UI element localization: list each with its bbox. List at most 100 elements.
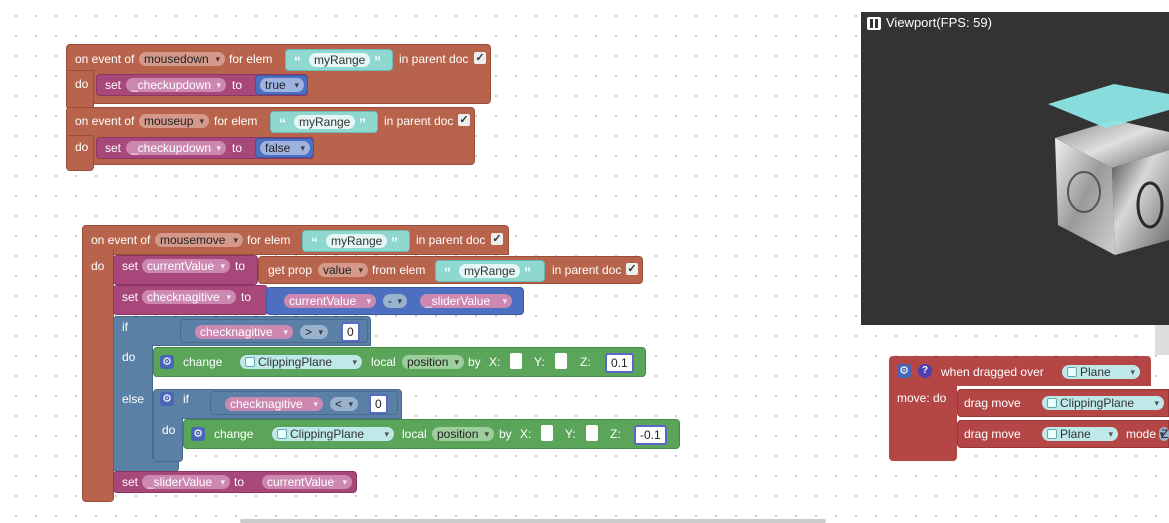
open-quote-icon: “ xyxy=(294,53,301,69)
close-quote-icon: ” xyxy=(524,264,531,280)
set-label: set xyxy=(105,78,122,92)
viewport-title: Viewport(FPS: 59) xyxy=(886,15,992,30)
help-icon[interactable]: ? xyxy=(918,364,932,378)
x-label: X: xyxy=(520,427,532,441)
object-dropdown[interactable]: ClippingPlane xyxy=(1042,396,1164,410)
elem-string-block[interactable]: “ myRange ” xyxy=(302,230,410,252)
boolean-dropdown[interactable]: true xyxy=(260,78,304,92)
z-number-input[interactable]: -0.1 xyxy=(634,425,667,445)
in-parent-doc-checkbox[interactable]: ✓ xyxy=(626,263,638,275)
if-label: if xyxy=(122,320,128,334)
elem-string-block[interactable]: “ myRange ” xyxy=(270,111,378,133)
monkey-emboss-icon xyxy=(1067,171,1101,213)
if-else-spine xyxy=(113,345,153,470)
operator-dropdown[interactable]: < xyxy=(330,397,358,411)
in-parent-doc-label: in parent doc xyxy=(384,114,454,128)
to-label: to xyxy=(232,141,243,155)
open-quote-icon: “ xyxy=(279,115,286,131)
do-label: do xyxy=(162,423,176,437)
do-label: do xyxy=(75,140,89,154)
operator-dropdown[interactable]: > xyxy=(300,325,328,339)
variable-dropdown[interactable]: checknagitive xyxy=(195,325,293,339)
drag-event-spine xyxy=(889,385,957,461)
z-number-input[interactable]: 0.1 xyxy=(605,353,634,373)
variable-dropdown[interactable]: currentValue xyxy=(142,259,230,273)
gear-icon[interactable]: ⚙ xyxy=(160,392,174,406)
cube-left-face xyxy=(1055,138,1115,255)
event-block-mousemove[interactable] xyxy=(82,225,509,255)
event-block-mouseup-tail xyxy=(66,135,94,171)
from-elem-label: from elem xyxy=(372,263,426,277)
pause-icon[interactable] xyxy=(867,17,881,30)
z-label: Z: xyxy=(580,355,591,369)
in-parent-doc-checkbox[interactable]: ✓ xyxy=(491,233,503,245)
horizontal-line-decoration xyxy=(1155,325,1169,355)
drag-move-label: drag move xyxy=(964,396,1021,410)
object-dropdown[interactable]: ClippingPlane xyxy=(240,355,362,369)
change-label: change xyxy=(183,355,223,369)
variable-dropdown[interactable]: currentValue xyxy=(284,294,376,308)
to-label: to xyxy=(234,475,245,489)
variable-dropdown[interactable]: checknagitive xyxy=(142,290,236,304)
get-prop-label: get prop xyxy=(268,263,313,277)
monkey-emboss-icon xyxy=(1136,181,1164,229)
target-dropdown[interactable]: Plane xyxy=(1062,365,1140,379)
else-label: else xyxy=(122,392,145,406)
x-input-slot[interactable] xyxy=(541,425,553,441)
number-input[interactable]: 0 xyxy=(341,322,360,342)
to-label: to xyxy=(241,290,252,304)
elem-string-value[interactable]: myRange xyxy=(459,264,521,278)
else-if-spine xyxy=(153,418,183,462)
variable-dropdown[interactable]: currentValue xyxy=(262,475,352,489)
to-label: to xyxy=(235,259,246,273)
on-event-of-label: on event of xyxy=(75,52,135,66)
x-input-slot[interactable] xyxy=(510,353,522,369)
event-dropdown[interactable]: mousedown xyxy=(139,52,225,66)
z-label: Z: xyxy=(610,427,621,441)
variable-dropdown[interactable]: _checkupdown xyxy=(126,141,226,155)
gear-icon[interactable]: ⚙ xyxy=(191,427,205,441)
in-parent-doc-checkbox[interactable]: ✓ xyxy=(474,52,486,64)
set-label: set xyxy=(122,290,139,304)
event-dropdown[interactable]: mouseup xyxy=(139,114,209,128)
variable-dropdown[interactable]: _sliderValue xyxy=(420,294,512,308)
property-dropdown[interactable]: position xyxy=(402,355,464,369)
operator-dropdown[interactable]: - xyxy=(383,294,407,308)
if-label: if xyxy=(183,392,189,406)
change-block[interactable] xyxy=(153,347,646,377)
prop-dropdown[interactable]: value xyxy=(318,263,368,277)
mode-dropdown[interactable]: Z xyxy=(1159,427,1169,441)
open-quote-icon: “ xyxy=(444,264,451,280)
boolean-dropdown[interactable]: false xyxy=(260,141,310,155)
y-input-slot[interactable] xyxy=(586,425,598,441)
elem-string-value[interactable]: myRange xyxy=(326,234,388,248)
cube-top-face xyxy=(1055,120,1169,168)
elem-string-block[interactable]: “ myRange ” xyxy=(435,260,545,282)
object-dropdown[interactable]: Plane xyxy=(1042,427,1118,441)
property-dropdown[interactable]: position xyxy=(432,427,494,441)
variable-dropdown[interactable]: checknagitive xyxy=(225,397,323,411)
to-label: to xyxy=(232,78,243,92)
elem-string-value[interactable]: myRange xyxy=(294,115,356,129)
set-label: set xyxy=(105,141,122,155)
gear-icon[interactable]: ⚙ xyxy=(160,355,174,369)
do-label: do xyxy=(122,350,136,364)
elem-string-value[interactable]: myRange xyxy=(309,53,371,67)
cube-right-face xyxy=(1112,150,1169,255)
open-quote-icon: “ xyxy=(311,234,318,250)
number-input[interactable]: 0 xyxy=(369,394,388,414)
elem-string-block[interactable]: “ myRange ” xyxy=(285,49,393,71)
do-label: do xyxy=(91,259,105,273)
horizontal-scrollbar[interactable] xyxy=(240,519,826,523)
in-parent-doc-checkbox[interactable]: ✓ xyxy=(458,114,470,126)
gear-icon[interactable]: ⚙ xyxy=(897,364,911,378)
event-block-mousemove-spine xyxy=(82,250,114,502)
variable-dropdown[interactable]: _sliderValue xyxy=(142,475,230,489)
viewport-titlebar: Viewport(FPS: 59) xyxy=(861,12,1169,34)
viewport-scene xyxy=(1048,84,1169,255)
move-do-label: move: do xyxy=(897,391,947,405)
variable-dropdown[interactable]: _checkupdown xyxy=(126,78,226,92)
object-dropdown[interactable]: ClippingPlane xyxy=(272,427,394,441)
y-input-slot[interactable] xyxy=(555,353,567,369)
event-dropdown[interactable]: mousemove xyxy=(155,233,243,247)
